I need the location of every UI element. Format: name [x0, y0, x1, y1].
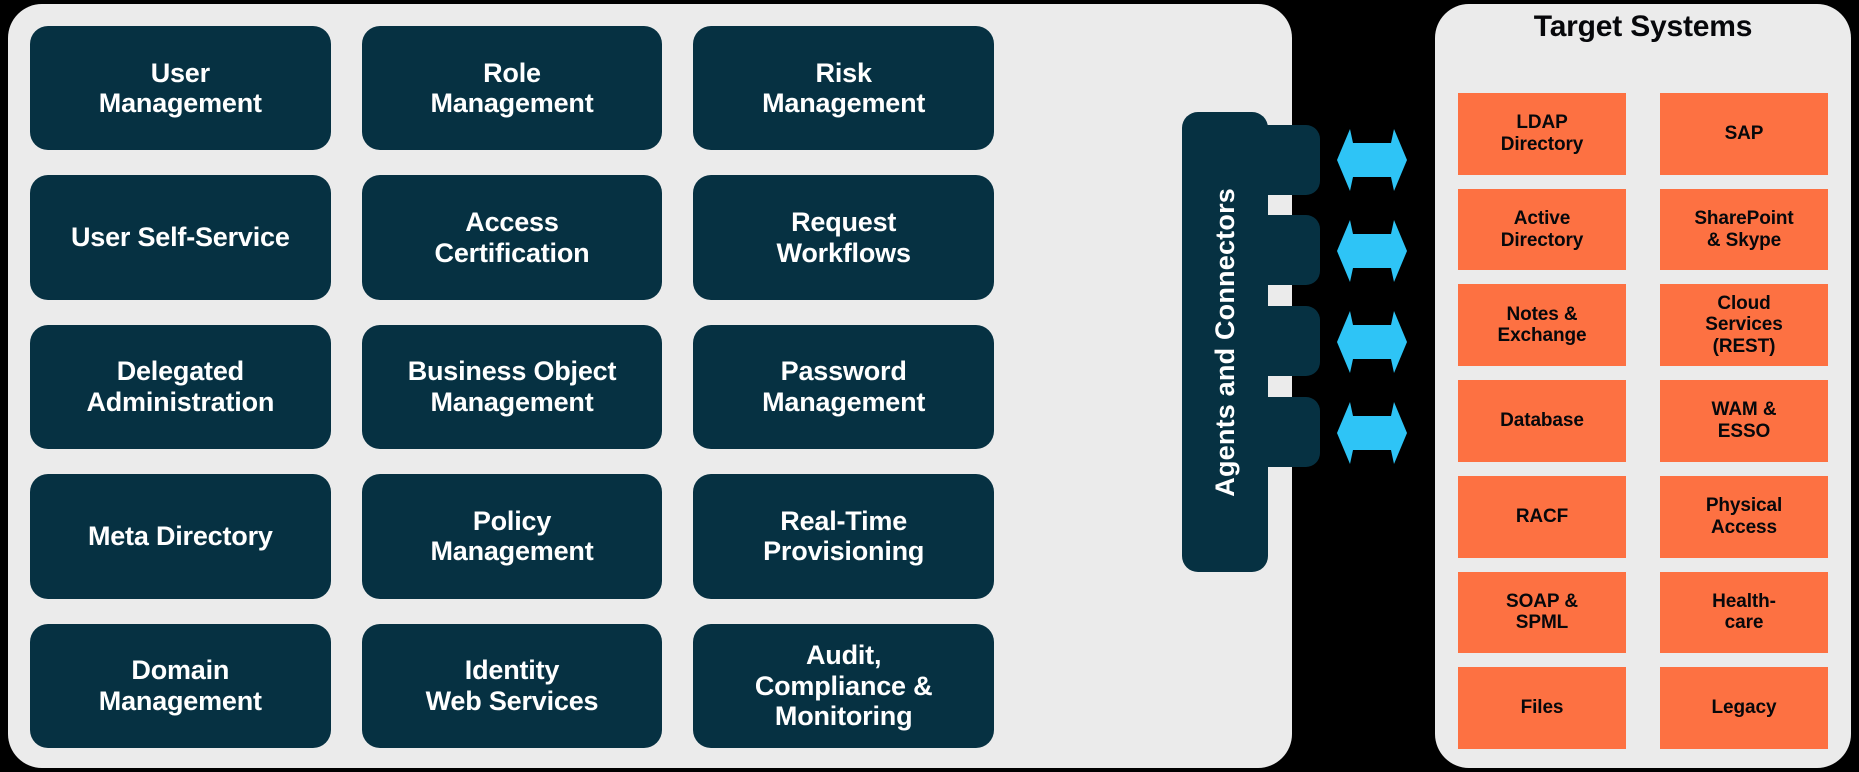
- target-system-box-label: SOAP & SPML: [1506, 590, 1578, 634]
- capability-box-label: Risk Management: [762, 57, 926, 119]
- target-system-box-label: Database: [1500, 410, 1584, 432]
- target-system-box: Database: [1458, 380, 1626, 462]
- agents-and-connectors-label-wrap: Agents and Connectors: [1182, 112, 1268, 572]
- double-arrow-horizontal-icon: [1337, 129, 1407, 191]
- capability-box-label: Password Management: [762, 356, 926, 417]
- target-systems-grid: LDAP Directory SAP Active Directory SharePo…: [1458, 93, 1828, 749]
- target-system-box-label: Cloud Services (REST): [1705, 292, 1783, 358]
- capability-box-label: User Management: [98, 57, 262, 119]
- target-system-box: WAM & ESSO: [1660, 380, 1828, 462]
- target-system-box-label: LDAP Directory: [1500, 112, 1584, 155]
- target-system-box-label: Files: [1520, 697, 1564, 719]
- target-system-box-label: SharePoint & Skype: [1694, 207, 1794, 251]
- capability-box-label: Policy Management: [430, 505, 594, 567]
- capability-box: Delegated Administration: [30, 324, 331, 450]
- target-system-box: Physical Access: [1660, 475, 1828, 558]
- capability-box-label: Business Object Management: [407, 356, 617, 417]
- target-system-box-label: RACF: [1515, 505, 1569, 527]
- target-system-box: Notes & Exchange: [1458, 284, 1626, 367]
- capability-box-label: User Self-Service: [70, 222, 290, 253]
- target-system-box-label: Active Directory: [1500, 207, 1584, 251]
- capability-box-label: Role Management: [430, 57, 594, 119]
- capability-box-label: Delegated Administration: [86, 356, 275, 417]
- target-system-box: Files: [1458, 667, 1626, 749]
- capability-box: Request Workflows: [693, 175, 994, 300]
- target-system-box: LDAP Directory: [1458, 93, 1626, 175]
- capability-box: Domain Management: [30, 623, 331, 748]
- capability-box: Real-Time Provisioning: [693, 474, 994, 599]
- capability-box-label: Audit, Compliance & Monitoring: [754, 640, 933, 732]
- target-system-box-label: SAP: [1724, 123, 1764, 145]
- target-system-box-label: Health- care: [1712, 590, 1776, 634]
- capability-box: Password Management: [693, 324, 994, 450]
- capability-grid: User Management Role Management Risk Manag…: [30, 26, 994, 748]
- target-system-box-label: WAM & ESSO: [1711, 399, 1777, 442]
- double-arrow-horizontal-icon: [1337, 311, 1407, 373]
- double-arrow-horizontal-icon: [1337, 220, 1407, 282]
- identity-platform-panel: User Management Role Management Risk Manag…: [8, 4, 1292, 768]
- capability-box-label: Real-Time Provisioning: [763, 505, 925, 567]
- agents-and-connectors-bar: Agents and Connectors: [1182, 112, 1268, 572]
- target-system-box: Active Directory: [1458, 188, 1626, 271]
- target-system-box: SharePoint & Skype: [1660, 188, 1828, 271]
- target-systems-panel: Target Systems LDAP Directory SAP Active D…: [1435, 4, 1851, 768]
- capability-box: User Self-Service: [30, 175, 331, 300]
- capability-box-label: Identity Web Services: [425, 655, 599, 716]
- capability-box: Business Object Management: [361, 324, 663, 450]
- capability-box: Identity Web Services: [361, 623, 663, 748]
- capability-box: Policy Management: [361, 474, 663, 599]
- capability-box: User Management: [30, 26, 331, 151]
- target-system-box: Legacy: [1660, 667, 1828, 749]
- target-system-box: Health- care: [1660, 571, 1828, 654]
- double-arrow-horizontal-icon: [1337, 402, 1407, 464]
- target-system-box-label: Physical Access: [1705, 495, 1783, 538]
- capability-box-label: Meta Directory: [87, 521, 273, 552]
- capability-box-label: Access Certification: [434, 207, 590, 268]
- target-system-box: SOAP & SPML: [1458, 571, 1626, 654]
- target-system-box: Cloud Services (REST): [1660, 284, 1828, 367]
- capability-box: Access Certification: [361, 175, 663, 300]
- target-system-box-label: Legacy: [1711, 697, 1777, 719]
- target-system-box: SAP: [1660, 93, 1828, 175]
- agents-and-connectors-label: Agents and Connectors: [1209, 187, 1240, 497]
- capability-box: Risk Management: [693, 26, 994, 151]
- target-system-box: RACF: [1458, 475, 1626, 558]
- capability-box-label: Request Workflows: [776, 207, 911, 268]
- capability-box: Meta Directory: [30, 474, 331, 599]
- capability-box-label: Domain Management: [98, 655, 262, 716]
- capability-box: Role Management: [361, 26, 663, 151]
- target-systems-title: Target Systems: [1533, 10, 1753, 43]
- capability-box: Audit, Compliance & Monitoring: [693, 623, 994, 748]
- target-system-box-label: Notes & Exchange: [1497, 303, 1587, 347]
